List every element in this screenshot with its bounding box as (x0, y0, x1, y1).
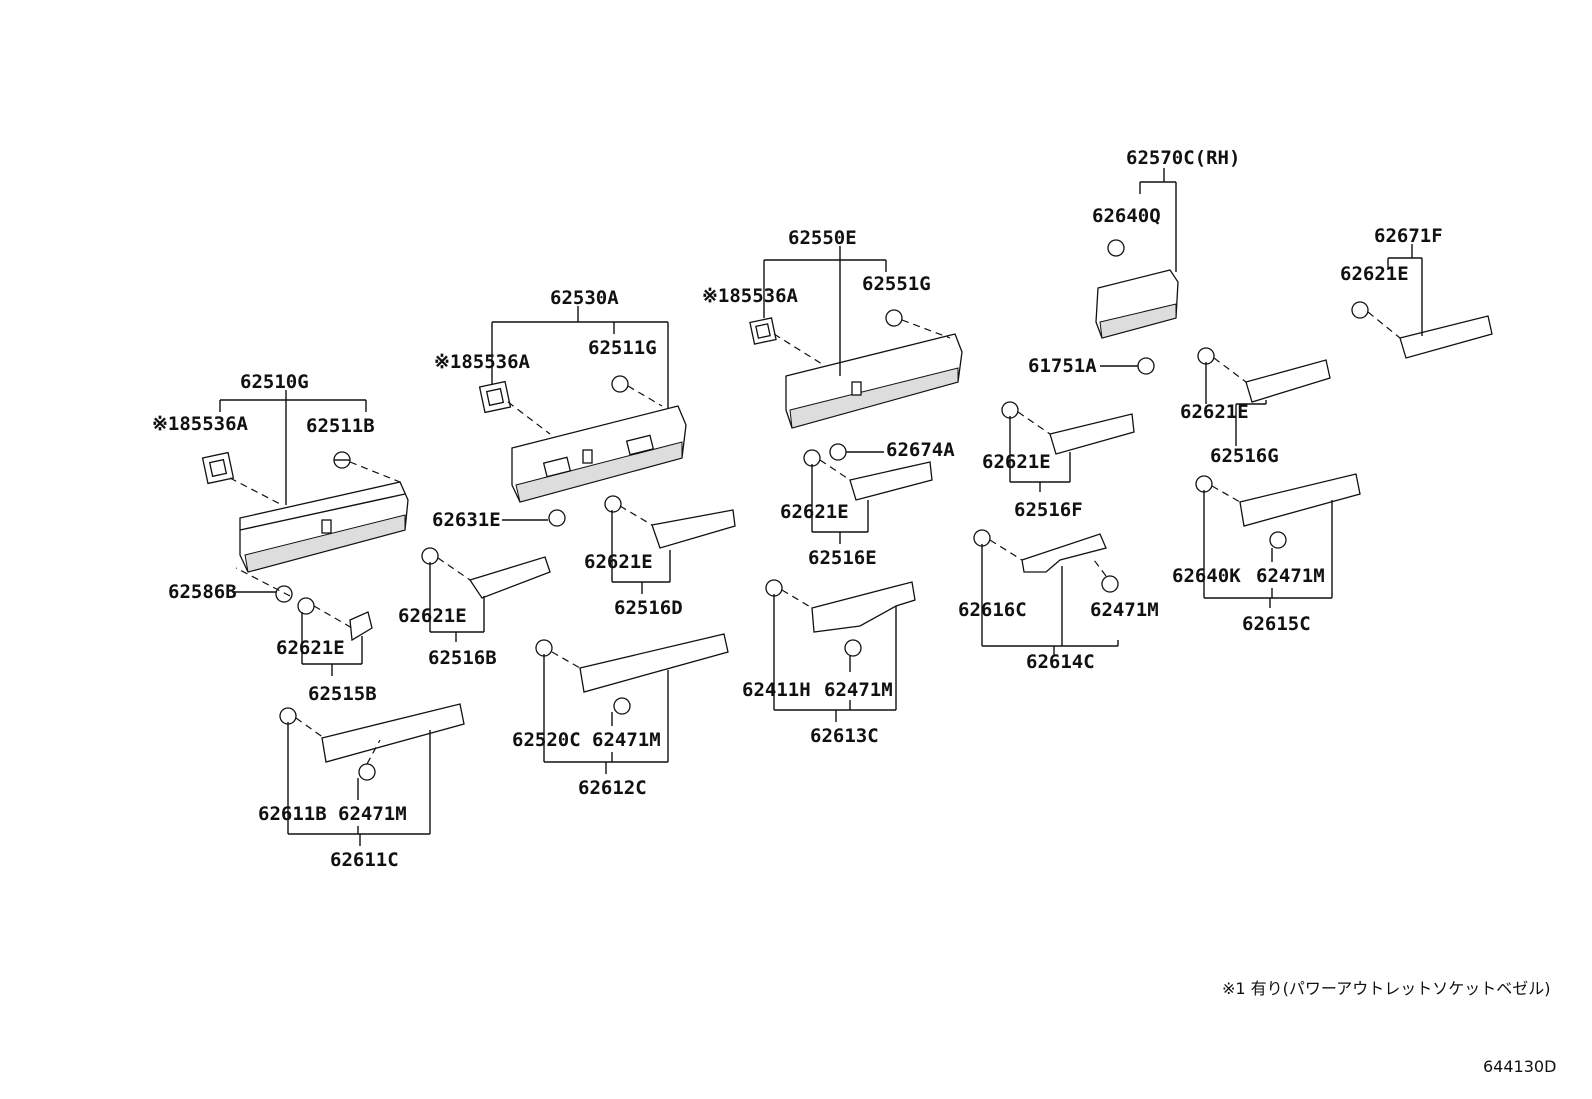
label-62516f: 62516F (1014, 499, 1083, 521)
clip-62411h (765, 579, 783, 597)
label-62551g: 62551G (862, 273, 931, 295)
label-62640q: 62640Q (1092, 205, 1161, 227)
label-62611b: 62611B (258, 803, 327, 825)
part-62516d (651, 509, 736, 549)
group-62510g: 62510G ※185536A 62511B 62586B 62621E 625… (152, 371, 465, 871)
part-62516f (1049, 413, 1135, 455)
label-62611c: 62611C (330, 849, 399, 871)
label-62621e-1: 62621E (276, 637, 345, 659)
clip-62471m-3 (844, 639, 862, 657)
clip-62621e-7 (1197, 347, 1215, 365)
label-62471m-3: 62471M (824, 679, 893, 701)
label-62530a: 62530A (550, 287, 619, 309)
clip-62640k (1195, 475, 1213, 493)
footnote: ※1 有り(パワーアウトレットソケットベゼル) (1222, 979, 1551, 998)
label-62570c: 62570C(RH) (1126, 147, 1240, 169)
part-62671f (1399, 315, 1493, 359)
group-62530a: 62530A ※185536A 62511G 62631E 62621E 625… (398, 287, 736, 799)
label-62621e-5: 62621E (982, 451, 1051, 473)
label-62515b: 62515B (308, 683, 377, 705)
label-62621e-6: 62621E (1340, 263, 1409, 285)
plate-62613c (811, 581, 916, 633)
clip-62674a (829, 443, 847, 461)
plate-62615c (1239, 473, 1361, 527)
clip-62621e-3 (604, 495, 622, 513)
label-62471m-1: 62471M (338, 803, 407, 825)
plate-62611c (321, 703, 465, 763)
label-62471m-5: 62471M (1256, 565, 1325, 587)
clip-62511g (611, 375, 629, 393)
group-62570c: 62570C(RH) 62640Q 61751A 62621E 62516F 6… (958, 147, 1240, 673)
clip-62621e-1 (297, 597, 315, 615)
label-62516b: 62516B (428, 647, 497, 669)
label-85536a-1: ※185536A (152, 413, 249, 435)
label-62621e-2: 62621E (398, 605, 467, 627)
label-85536a-2: ※185536A (434, 351, 531, 373)
clip-62551g (885, 309, 903, 327)
label-62511g: 62511G (588, 337, 657, 359)
label-62516e: 62516E (808, 547, 877, 569)
label-62616c: 62616C (958, 599, 1027, 621)
label-62520c: 62520C (512, 729, 581, 751)
label-62613c: 62613C (810, 725, 879, 747)
label-62471m-2: 62471M (592, 729, 661, 751)
group-62671f: 62671F 62621E 62621E 62516G 62640K 62471… (1172, 225, 1493, 635)
clip-62640q (1107, 239, 1125, 257)
label-62614c: 62614C (1026, 651, 1095, 673)
part-62516b (468, 556, 551, 599)
label-62516d: 62516D (614, 597, 683, 619)
label-62640k: 62640K (1172, 565, 1241, 587)
plate-62612c (579, 633, 729, 693)
label-62471m-4: 62471M (1090, 599, 1159, 621)
label-62550e: 62550E (788, 227, 857, 249)
plate-62614c (1021, 533, 1107, 573)
label-62586b: 62586B (168, 581, 237, 603)
group-62550e: 62550E ※185536A 62551G 62674A 62621E 625… (702, 227, 963, 747)
clip-62586b (275, 585, 293, 603)
clip-62611b (279, 707, 297, 725)
label-62510g: 62510G (240, 371, 309, 393)
label-62621e-3: 62621E (584, 551, 653, 573)
part-62515b (349, 611, 373, 642)
clip-62520c (535, 639, 553, 657)
diagram-id: 644130D (1483, 1057, 1557, 1076)
clip-62621e-5 (1001, 401, 1019, 419)
part-62516g (1245, 359, 1331, 403)
label-85536a-3: ※185536A (702, 285, 799, 307)
clip-62621e-2 (421, 547, 439, 565)
panel-62510g-lower (244, 514, 406, 573)
clip-62621e-6 (1351, 301, 1369, 319)
clip-62471m-5 (1269, 531, 1287, 549)
label-62631e: 62631E (432, 509, 501, 531)
label-62674a: 62674A (886, 439, 955, 461)
label-62671f: 62671F (1374, 225, 1443, 247)
label-62411h: 62411H (742, 679, 811, 701)
clip-61751a (1137, 357, 1155, 375)
label-62621e-7: 62621E (1180, 401, 1249, 423)
clip-62631e (548, 509, 566, 527)
label-62516g: 62516G (1210, 445, 1279, 467)
label-62621e-4: 62621E (780, 501, 849, 523)
clip-62621e-4 (803, 449, 821, 467)
clip-62471m-2 (613, 697, 631, 715)
label-61751a: 61751A (1028, 355, 1097, 377)
label-62612c: 62612C (578, 777, 647, 799)
label-62511b: 62511B (306, 415, 375, 437)
clip-62471m-1 (358, 763, 376, 781)
clip-62616c (973, 529, 991, 547)
part-62516e (849, 461, 933, 501)
clip-62471m-4 (1101, 575, 1119, 593)
label-62615c: 62615C (1242, 613, 1311, 635)
